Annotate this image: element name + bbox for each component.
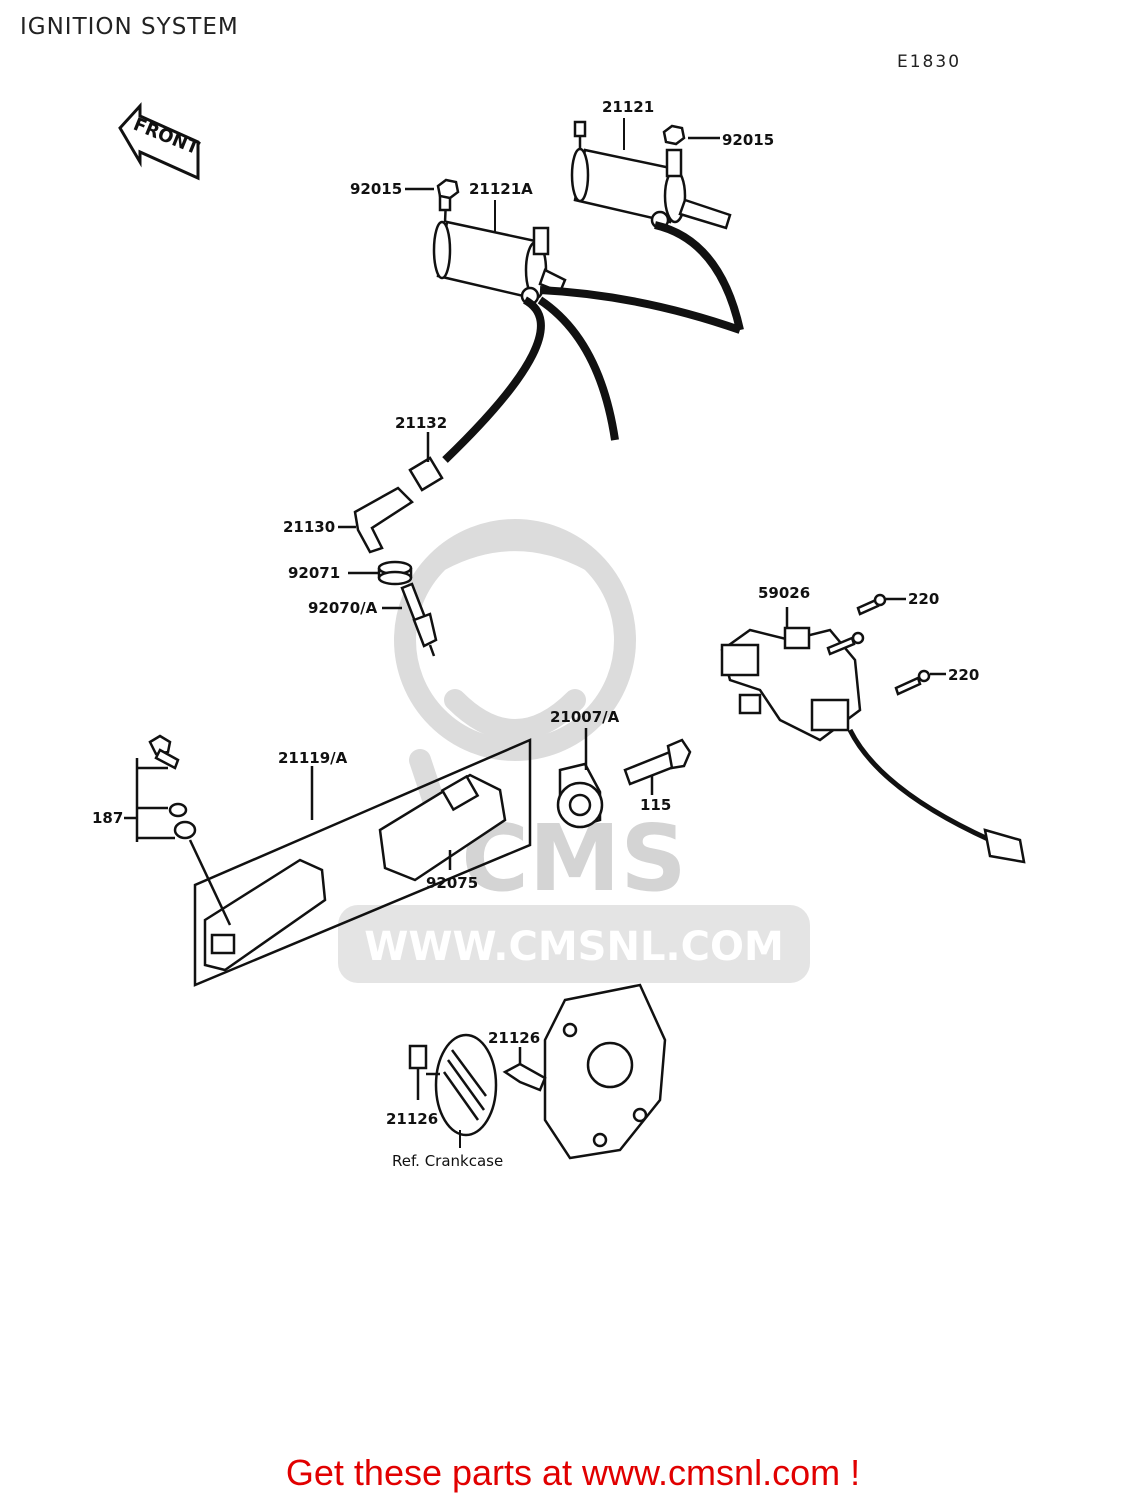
- label-21119a: 21119/A: [278, 749, 348, 767]
- label-220-top: 220: [908, 590, 939, 608]
- footer-promo: Get these parts at www.cmsnl.com !: [285, 1452, 861, 1493]
- label-92071: 92071: [288, 564, 340, 582]
- spark-plug-92070a: [382, 582, 438, 657]
- clamp-21126-right: [502, 1047, 547, 1092]
- ignition-coil-21121: [570, 120, 744, 331]
- screw-220-middle: [826, 631, 865, 656]
- pickup-plate: [434, 1033, 498, 1137]
- bolt-115: [623, 738, 692, 795]
- igniter-21119a: [193, 738, 532, 987]
- label-92015-top: 92015: [722, 131, 774, 149]
- diagram-code: E1830: [897, 52, 962, 72]
- label-92075: 92075: [426, 874, 478, 892]
- page-title: IGNITION SYSTEM: [20, 14, 239, 40]
- label-21126-left: 21126: [386, 1110, 438, 1128]
- igniter-cover-92075: [378, 773, 507, 882]
- label-21132: 21132: [395, 414, 447, 432]
- screw-220-lower: [894, 669, 946, 696]
- lead-cap-21132: [408, 432, 444, 492]
- label-21121a: 21121A: [469, 180, 533, 198]
- bolt-washer-set-187: [124, 734, 232, 926]
- timing-rotor-21007a: [556, 728, 604, 829]
- igniter-unit: [203, 858, 327, 972]
- front-arrow: FRONT: [118, 102, 203, 181]
- nut-92015-left: [405, 178, 460, 200]
- label-21007a: 21007/A: [550, 708, 620, 726]
- label-21130: 21130: [283, 518, 335, 536]
- label-21126-right: 21126: [488, 1029, 540, 1047]
- plug-cap-21130: [338, 486, 414, 554]
- label-220-middle: 220: [948, 666, 979, 684]
- watermark-banner: [338, 905, 810, 983]
- pickup-coil-59026: [720, 607, 1026, 864]
- label-59026: 59026: [758, 584, 810, 602]
- ignition-coil-21121a: [432, 194, 742, 463]
- screw-220-upper: [856, 593, 906, 616]
- seal-92071: [348, 560, 413, 586]
- watermark-url: WWW.CMSNL.COM: [364, 924, 784, 970]
- crankcase-cover: [543, 983, 667, 1160]
- nut-92015-upper: [662, 124, 720, 146]
- label-187: 187: [92, 809, 123, 827]
- label-ref-crankcase: Ref. Crankcase: [392, 1152, 503, 1170]
- label-92015-left: 92015: [350, 180, 402, 198]
- label-92070a: 92070/A: [308, 599, 378, 617]
- label-21121: 21121: [602, 98, 654, 116]
- label-115: 115: [640, 796, 671, 814]
- clamp-21126-left: [408, 1044, 440, 1100]
